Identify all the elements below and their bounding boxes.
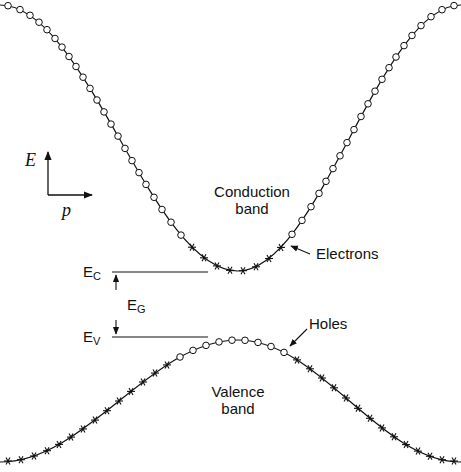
- leader-arrow: [291, 246, 310, 254]
- band-label: Valence band: [193, 383, 283, 418]
- electron-markers: [188, 244, 285, 275]
- conduction-band-curve: [0, 5, 461, 271]
- axes: [48, 152, 92, 195]
- energy-level-label: EV: [83, 328, 100, 345]
- ec-level-line: [112, 271, 208, 272]
- callout-label: Holes: [309, 315, 347, 332]
- energy-level-label: EC: [83, 263, 101, 280]
- gap-arrow: [115, 320, 116, 334]
- axis-label: E: [25, 150, 36, 171]
- leader-arrow: [290, 329, 307, 346]
- hole-markers: [177, 337, 288, 360]
- band-label: Conduction band: [202, 183, 302, 218]
- valence-band-curve: [0, 340, 461, 462]
- ev-level-line: [112, 336, 208, 337]
- gap-arrow: [115, 275, 116, 290]
- callout-label: Electrons: [316, 245, 379, 262]
- axis-label: p: [62, 200, 71, 221]
- energy-gap-label: EG: [127, 296, 146, 313]
- filled-states: [4, 356, 458, 464]
- empty-states: [5, 2, 458, 238]
